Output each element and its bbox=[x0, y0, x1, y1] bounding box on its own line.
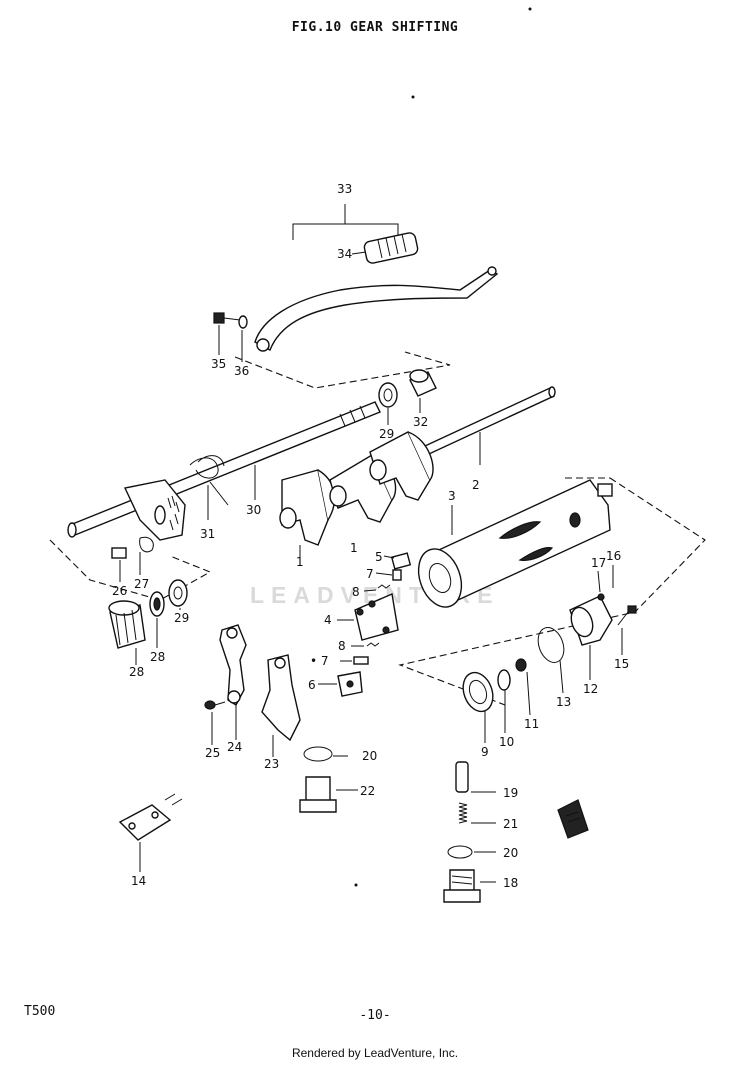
callout-27: 27 bbox=[134, 577, 149, 591]
callout-labels: 33 34 35 36 29 32 2 3 30 31 1 1 5 7 8 4 … bbox=[112, 182, 629, 890]
cam-stopper-4[interactable] bbox=[337, 593, 399, 641]
callout-29a: 29 bbox=[379, 427, 394, 441]
callout-3: 3 bbox=[448, 489, 456, 503]
callout-24: 24 bbox=[227, 740, 242, 754]
oil-seal-29-lower[interactable] bbox=[168, 579, 188, 610]
callout-8b: 8 bbox=[338, 639, 346, 653]
bolt-35[interactable] bbox=[213, 312, 241, 355]
oil-seal-29-upper[interactable] bbox=[378, 382, 398, 425]
washer-28b[interactable] bbox=[149, 591, 165, 648]
spring-8-lower[interactable] bbox=[351, 642, 380, 647]
pin-7-upper[interactable] bbox=[375, 569, 402, 581]
callout-20b: 20 bbox=[503, 846, 518, 860]
oil-seal-9[interactable] bbox=[458, 668, 498, 743]
callout-12: 12 bbox=[583, 682, 598, 696]
callout-28a: 28 bbox=[129, 665, 144, 679]
screw-11[interactable] bbox=[515, 658, 531, 716]
callout-6: 6 bbox=[308, 678, 316, 692]
callout-22: 22 bbox=[360, 784, 375, 798]
callout-4: 4 bbox=[324, 613, 332, 627]
plate-14[interactable] bbox=[118, 793, 183, 872]
gasket-20-left[interactable] bbox=[303, 746, 348, 762]
callout-16: 16 bbox=[606, 549, 621, 563]
callout-25: 25 bbox=[205, 746, 220, 760]
callout-7a: 7 bbox=[366, 567, 374, 581]
shift-fork-1c[interactable] bbox=[369, 431, 434, 501]
callout-29b: 29 bbox=[174, 611, 189, 625]
callout-28b: 28 bbox=[150, 650, 165, 664]
callout-23: 23 bbox=[264, 757, 279, 771]
circlip-27[interactable] bbox=[139, 536, 154, 575]
callout-18: 18 bbox=[503, 876, 518, 890]
callout-1b: 1 bbox=[350, 541, 358, 555]
callout-26: 26 bbox=[112, 584, 127, 598]
fork-shaft-2[interactable] bbox=[411, 386, 556, 465]
callout-2: 2 bbox=[472, 478, 480, 492]
washer-10[interactable] bbox=[497, 669, 511, 733]
stopper-arm-24[interactable] bbox=[219, 624, 247, 740]
washer-36[interactable] bbox=[238, 315, 248, 362]
callout-1a: 1 bbox=[296, 555, 304, 569]
shift-fork-1a[interactable] bbox=[279, 469, 336, 546]
shift-cam-3[interactable] bbox=[411, 479, 613, 613]
dot-mark bbox=[354, 883, 358, 887]
page-number: -10- bbox=[359, 1008, 391, 1023]
model-code: T500 bbox=[24, 1004, 56, 1019]
footer-credit: Rendered by LeadVenture, Inc. bbox=[291, 1046, 459, 1060]
shift-lever-33[interactable] bbox=[254, 266, 499, 352]
callout-32: 32 bbox=[413, 415, 428, 429]
callout-7b: • 7 bbox=[310, 654, 329, 668]
screw-25[interactable] bbox=[204, 700, 226, 745]
cover-12[interactable] bbox=[567, 595, 613, 680]
callout-19: 19 bbox=[503, 786, 518, 800]
gasket-20-right[interactable] bbox=[447, 845, 496, 859]
figure-title: FIG.10 GEAR SHIFTING bbox=[291, 20, 459, 35]
callout-5: 5 bbox=[375, 550, 383, 564]
callout-30: 30 bbox=[246, 503, 261, 517]
callout-21: 21 bbox=[503, 817, 518, 831]
callout-17: 17 bbox=[591, 556, 606, 570]
dot-mark bbox=[411, 95, 415, 99]
callout-9: 9 bbox=[481, 745, 489, 759]
callout-15: 15 bbox=[614, 657, 629, 671]
callout-36: 36 bbox=[234, 364, 249, 378]
cap-28[interactable] bbox=[108, 600, 146, 665]
cam-guide-6[interactable] bbox=[318, 671, 363, 697]
bushing-32[interactable] bbox=[409, 369, 437, 413]
o-ring-13[interactable] bbox=[534, 624, 569, 694]
gearshift-shaft-30[interactable] bbox=[67, 401, 381, 538]
pin-7-lower[interactable] bbox=[340, 656, 369, 665]
spring-8-upper[interactable] bbox=[363, 584, 391, 592]
dot-mark bbox=[528, 7, 532, 11]
callout-35: 35 bbox=[211, 357, 226, 371]
rubber-34[interactable] bbox=[351, 232, 419, 264]
callout-20a: 20 bbox=[362, 749, 377, 763]
callout-bracket-33 bbox=[292, 204, 399, 240]
callout-13: 13 bbox=[556, 695, 571, 709]
callout-10: 10 bbox=[499, 735, 514, 749]
cam-driven-arm-23[interactable] bbox=[261, 654, 301, 757]
callout-34: 34 bbox=[337, 247, 352, 261]
plug-22[interactable] bbox=[299, 776, 358, 813]
gearshift-arm[interactable] bbox=[123, 479, 186, 541]
callout-11: 11 bbox=[524, 717, 539, 731]
indicator-part[interactable] bbox=[557, 799, 589, 839]
callout-8a: 8 bbox=[352, 585, 360, 599]
spring-19[interactable] bbox=[455, 761, 496, 793]
callout-31: 31 bbox=[200, 527, 215, 541]
bolt-26[interactable] bbox=[111, 547, 127, 582]
drain-plug-18[interactable] bbox=[443, 869, 496, 903]
callout-14: 14 bbox=[131, 874, 146, 888]
o-ring-17[interactable] bbox=[597, 570, 605, 601]
spring-21[interactable] bbox=[458, 802, 496, 824]
callout-33: 33 bbox=[337, 182, 352, 196]
pawl-5[interactable] bbox=[383, 552, 412, 570]
screw-15[interactable] bbox=[617, 605, 637, 655]
return-spring-31[interactable] bbox=[189, 455, 229, 520]
